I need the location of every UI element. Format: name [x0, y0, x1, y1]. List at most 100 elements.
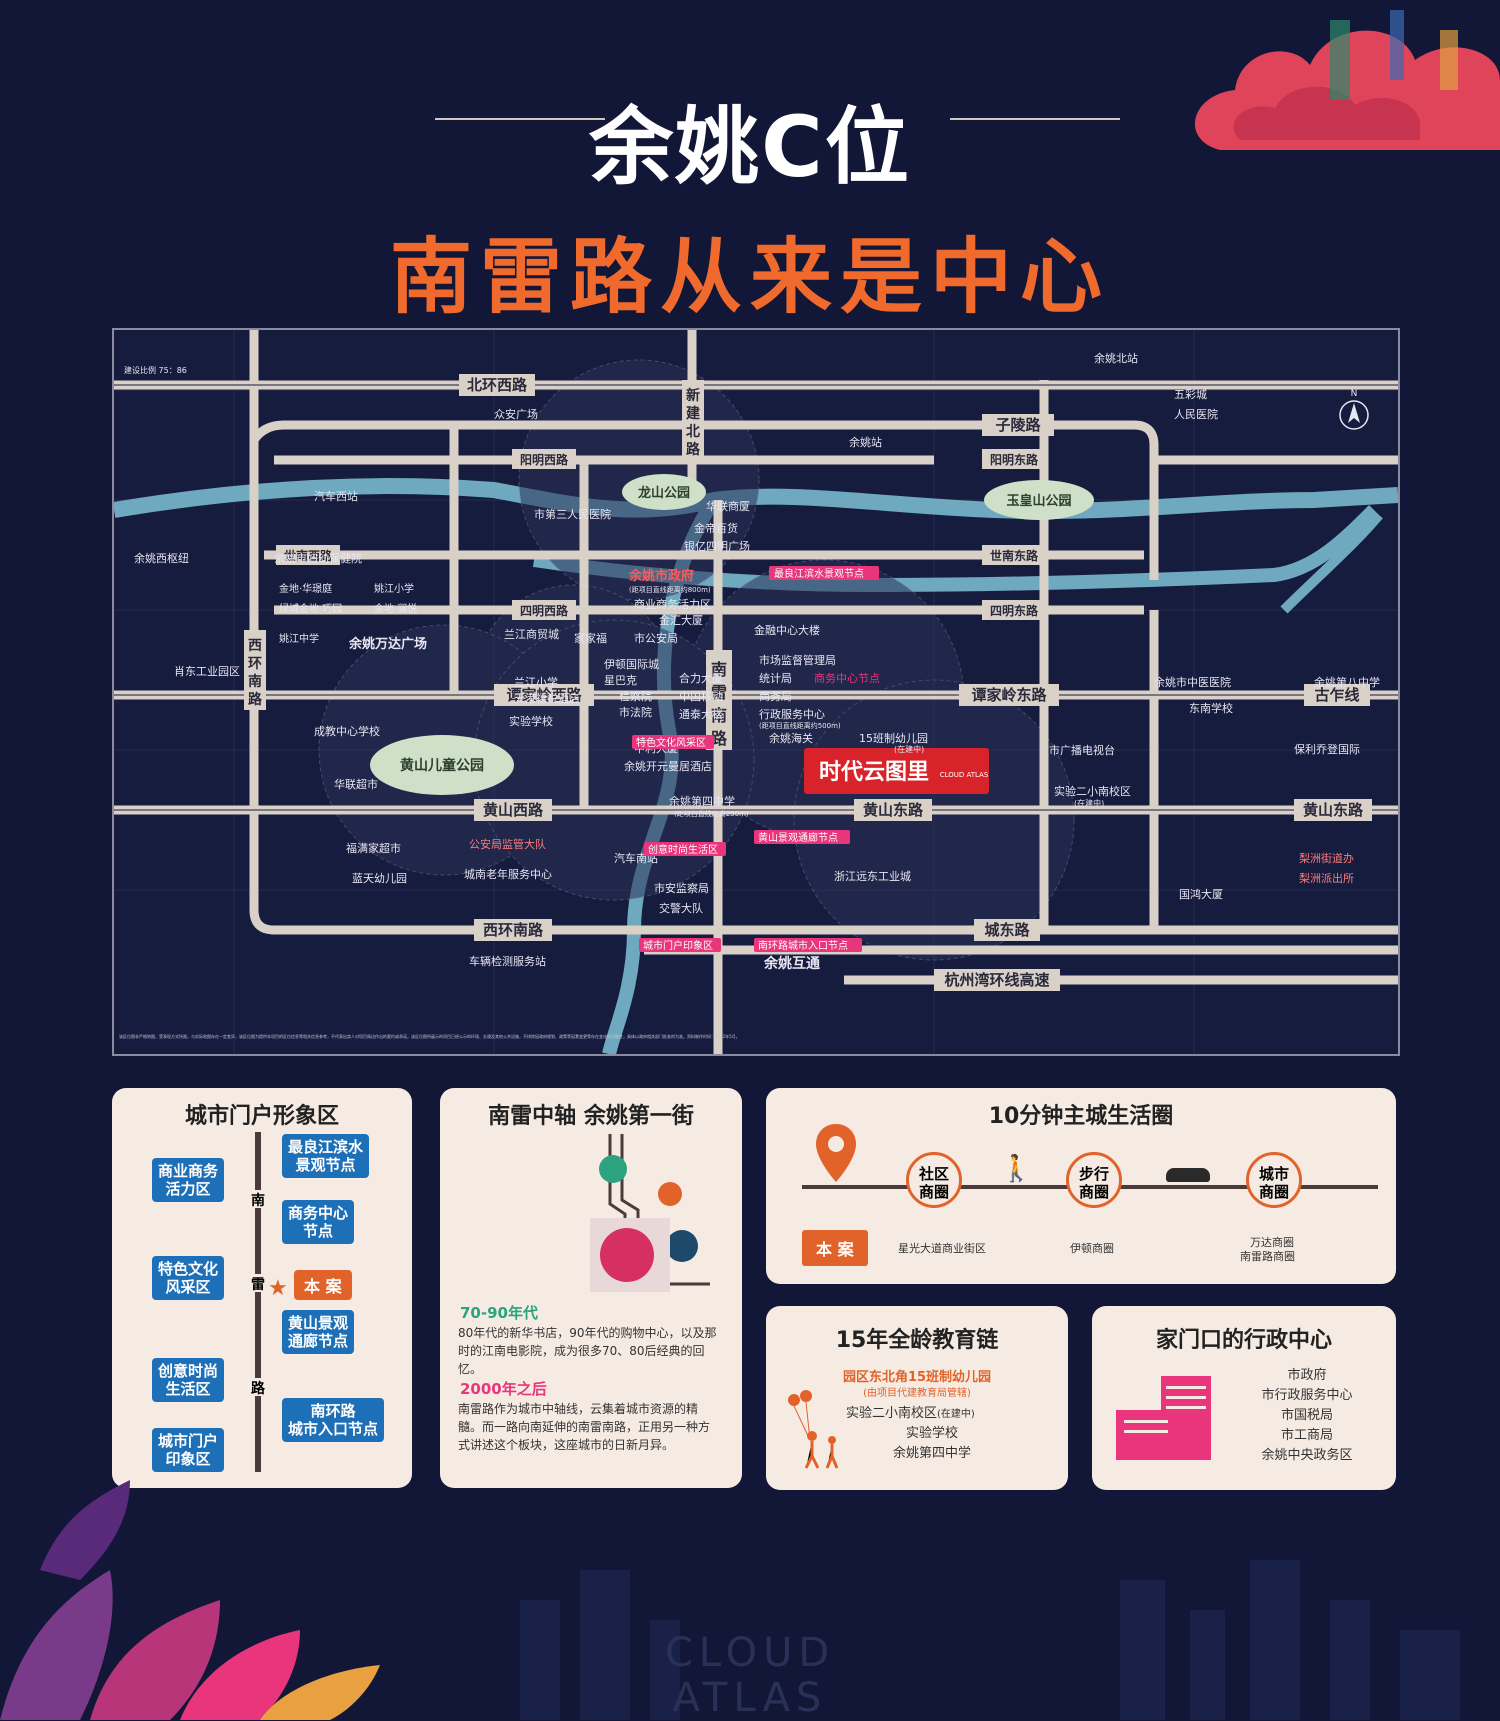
road-label-siming-west: 四明西路	[520, 603, 569, 618]
map-footnote: 该区位图非严格地图，受表现方式所限，与实际地图存在一定差异，该区位图为提供本项目…	[119, 1033, 740, 1039]
panel-gateway: 城市门户形象区 南 雷 路 商业商务活力区 特色文化风采区 创意时尚生活区 城市…	[112, 1088, 412, 1488]
road-label-huangshan-east-2: 黄山东路	[1303, 801, 1364, 819]
label-business-node: 商务中心节点	[814, 671, 880, 685]
road-label-nanlei-4: 路	[711, 729, 728, 748]
road-label-xihuan-south: 西环南路	[483, 921, 544, 939]
label-procuratorate: 检察院	[619, 689, 652, 703]
gateway-right-4: 南环路城市入口节点	[282, 1398, 385, 1442]
tag-fashion: 创意时尚生活区	[648, 843, 718, 856]
admin-item-3: 市国税局	[1280, 1408, 1333, 1423]
label-hualian: 华联商厦	[706, 499, 750, 513]
label-xiaodong: 肖东工业园区	[174, 664, 240, 678]
label-kinder-note: (在建中)	[894, 744, 924, 754]
label-yuanqu: 浙江远东工业城	[834, 870, 911, 883]
panel-axis: 南雷中轴 余姚第一街 70-90年代 80年代的新华书店，90年代的购物中心，以…	[440, 1088, 742, 1488]
label-car-west: 汽车西站	[314, 489, 358, 503]
label-hualian-market: 华联超市	[334, 777, 378, 791]
tag-culture: 特色文化风采区	[636, 736, 706, 749]
tag-riverside: 最良江滨水景观节点	[774, 567, 864, 580]
road-label-nanlei-3: 南	[711, 706, 727, 725]
label-mobile: 中国移动	[679, 690, 723, 703]
road-label-huangshan-west: 黄山西路	[483, 801, 544, 819]
gateway-right-3: 黄山景观通廊节点	[282, 1310, 355, 1354]
life-label-2: 伊顿商圈	[1070, 1242, 1114, 1255]
label-eighth: 余姚第八中学	[1314, 675, 1380, 689]
gateway-road-char-1: 南	[250, 1190, 266, 1209]
label-tiangang: 天港禧悦酒店	[514, 691, 580, 705]
life-circle-2: 步行商圈	[1066, 1152, 1122, 1208]
gateway-road-char-2: 雷	[250, 1274, 266, 1293]
label-lanjiang-trade: 兰江商贸城	[504, 627, 559, 641]
children-balloon-icon	[788, 1390, 839, 1469]
label-xingbake: 星巴克	[604, 674, 637, 687]
label-finance: 金融中心大楼	[754, 623, 820, 637]
road-label-yangming-west: 阳明西路	[520, 452, 569, 467]
huangshan-children-park	[370, 735, 514, 795]
panel-edu: 15年全龄教育链 园区东北角15班制幼儿园 (由项目代建教育局管辖) 实验二小南…	[766, 1306, 1068, 1490]
label-market: 市场监督管理局	[759, 653, 836, 667]
edu-line-2-row: 实验二小南校区(在建中)	[846, 1402, 975, 1421]
label-wanda: 余姚万达广场	[348, 636, 427, 652]
panel-life: 10分钟主城生活圈 本 案 社区商圈 步行商圈 城市商圈 🚶 星光大道商业街区 …	[766, 1088, 1396, 1284]
label-fourth-note: (距项目直线距离250m)	[674, 809, 749, 818]
panel-admin: 家门口的行政中心 市政府 市行政服务中心 市国税局 市工商局 余姚中央政务区	[1092, 1306, 1396, 1490]
label-maternity: 余姚市妇幼保健院	[274, 551, 362, 565]
project-name: 时代云图里	[819, 760, 929, 785]
road-label-hzwan: 杭州湾环线高速	[944, 971, 1049, 989]
project-name-en: CLOUD ATLAS	[940, 771, 989, 779]
longshan-park-label: 龙山公园	[638, 485, 690, 501]
label-commerce: 商务局	[759, 689, 792, 703]
label-jinhua: 金帝百货	[694, 521, 738, 535]
label-kaiyuan: 余姚开元曼居酒店	[624, 759, 712, 773]
huangshan-children-park-label: 黄山儿童公园	[400, 757, 484, 774]
gateway-left-3: 创意时尚生活区	[152, 1358, 225, 1402]
label-interchange: 余姚互通	[763, 955, 820, 972]
life-label-1: 星光大道商业街区	[898, 1242, 986, 1255]
label-guotai: 国鸿大厦	[1179, 887, 1223, 901]
label-gov-note: (距项目直线距离约800m)	[629, 585, 711, 594]
road-label-huangshan-east: 黄山东路	[863, 801, 924, 819]
road-label-chengdong: 城东路	[984, 921, 1030, 939]
gateway-left-1: 商业商务活力区	[152, 1158, 225, 1202]
label-chengdu: 成教中心学校	[314, 724, 380, 738]
road-label-xinjian-2: 建	[686, 405, 700, 422]
watermark-atlas: ATLAS	[672, 1675, 828, 1721]
compass-icon	[1339, 400, 1369, 430]
road-label-siming-east: 四明东路	[990, 603, 1039, 618]
label-admin: 行政服务中心	[759, 707, 825, 721]
label-stats: 统计局	[759, 672, 792, 685]
title-line-left	[435, 118, 605, 120]
road-label-xinjian-3: 北	[686, 424, 700, 440]
label-second-primary-note: (在建中)	[1074, 798, 1104, 808]
label-lantian: 蓝天幼儿园	[352, 872, 407, 885]
title-line-right	[950, 118, 1120, 120]
map-svg: 北环西路 子陵路 阳明西路 阳明东路 世南西路 世南东路 四明西路 四明东路 谭…	[114, 330, 1398, 1054]
compass-label: N	[1351, 389, 1358, 399]
road-label-ziling: 子陵路	[995, 416, 1041, 434]
label-people-hospital: 人民医院	[1174, 407, 1218, 421]
edu-line-2-note: (在建中)	[937, 1409, 975, 1420]
label-lvcheng: 绿城金地·巧园	[279, 602, 342, 615]
label-lanjiang-school: 兰江小学	[514, 675, 558, 689]
panel-axis-title: 南雷中轴 余姚第一街	[488, 1104, 694, 1129]
road-label-shinan-east: 世南东路	[990, 548, 1039, 563]
label-yidun: 伊顿国际城	[604, 657, 659, 671]
office-building-icon	[1116, 1376, 1211, 1460]
label-wucaicheng: 五彩城	[1174, 388, 1207, 401]
label-jindi-lanyue: 金地·澜悦	[374, 602, 417, 615]
label-experiment: 实验学校	[509, 714, 553, 728]
admin-item-1: 市政府	[1287, 1368, 1327, 1383]
road-label-xihuan-4: 路	[248, 691, 263, 708]
label-yaojiang-middle: 姚江中学	[279, 632, 319, 645]
label-customs: 余姚海关	[769, 731, 813, 745]
label-north-station: 余姚北站	[1094, 351, 1138, 365]
label-second-primary: 实验二小南校区	[1054, 784, 1131, 798]
label-fourth-middle: 余姚第四中学	[669, 794, 735, 808]
shopping-people-icon: 🚶	[1000, 1154, 1033, 1184]
label-zhongan: 众安广场	[494, 407, 538, 421]
label-court: 市法院	[619, 705, 652, 719]
life-label-3: 万达商圈	[1250, 1236, 1294, 1249]
map-scale: 建设比例 75：86	[124, 365, 187, 375]
road-label-xihuan-1: 西	[248, 638, 262, 654]
era-1-text: 80年代的新华书店，90年代的购物中心，以及那时的江南电影院，成为很多70、80…	[458, 1326, 717, 1376]
